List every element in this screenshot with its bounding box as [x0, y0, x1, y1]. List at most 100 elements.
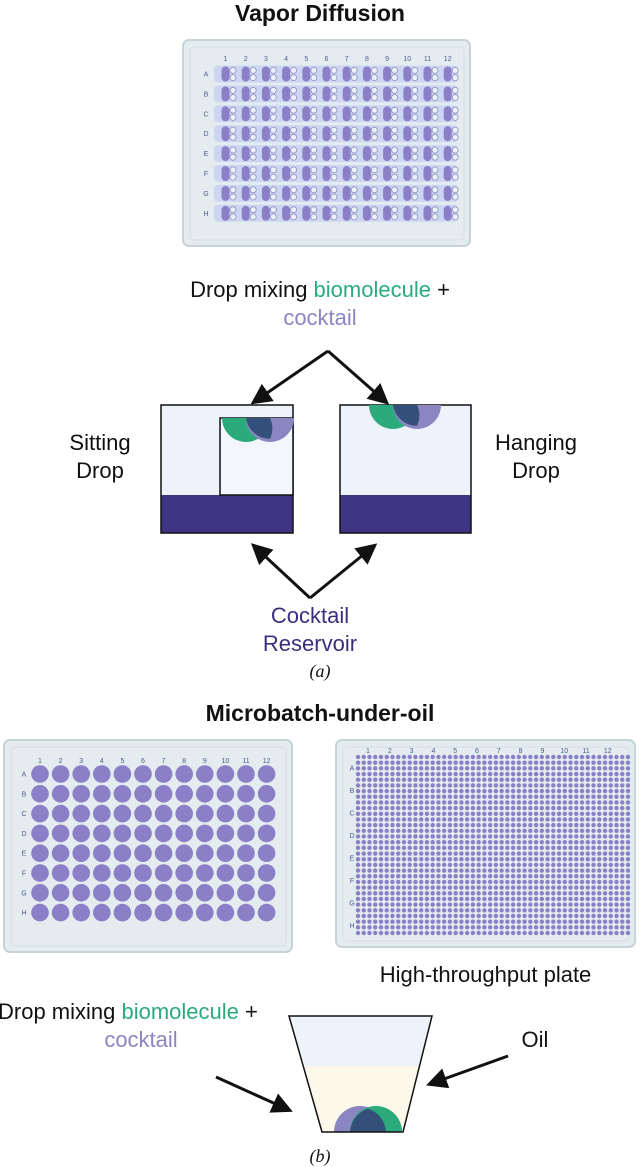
micro-well	[407, 891, 412, 896]
drop-well	[411, 114, 419, 121]
micro-well	[361, 771, 366, 777]
micro-well	[551, 885, 556, 890]
micro-well	[453, 879, 458, 885]
micro-well	[556, 851, 562, 856]
micro-well	[441, 930, 447, 936]
well	[216, 864, 235, 882]
micro-well	[585, 754, 590, 760]
micro-well	[413, 811, 418, 816]
micro-well	[453, 930, 458, 936]
micro-well	[528, 902, 533, 907]
micro-well	[407, 908, 412, 913]
micro-well	[574, 908, 579, 913]
reservoir-well	[322, 146, 331, 162]
micro-well	[413, 856, 418, 862]
micro-well	[568, 754, 573, 760]
drop-well	[451, 173, 459, 181]
micro-well	[528, 834, 533, 839]
micro-well	[361, 879, 366, 885]
micro-well	[361, 800, 366, 805]
micro-well	[373, 794, 378, 799]
micro-well	[568, 834, 573, 839]
micro-well	[551, 754, 556, 760]
reservoir-well	[241, 185, 250, 201]
well	[175, 765, 193, 783]
reservoir-well	[322, 66, 331, 82]
drop-well	[391, 186, 399, 194]
reservoir-well	[322, 106, 331, 122]
micro-well	[470, 908, 476, 913]
well	[216, 785, 235, 803]
micro-well	[367, 845, 372, 851]
micro-well	[574, 794, 579, 799]
micro-well	[499, 760, 504, 765]
micro-well	[355, 783, 361, 788]
micro-well	[361, 845, 366, 851]
micro-well	[545, 925, 550, 930]
micro-well	[482, 834, 487, 839]
micro-well	[574, 851, 579, 856]
micro-well	[579, 856, 585, 862]
micro-well	[620, 788, 625, 794]
micro-well	[505, 777, 510, 782]
row-label: F	[204, 171, 208, 178]
micro-well	[424, 783, 430, 788]
micro-well	[464, 862, 470, 868]
micro-well	[591, 930, 596, 936]
micro-well	[562, 913, 568, 919]
drop-well	[229, 213, 237, 221]
micro-well	[367, 908, 372, 913]
micro-well	[505, 794, 510, 799]
micro-well	[499, 777, 504, 782]
micro-well	[367, 913, 372, 919]
micro-well	[367, 788, 372, 794]
micro-well	[499, 896, 504, 902]
micro-well	[413, 902, 418, 907]
micro-well	[620, 868, 625, 873]
micro-well	[355, 845, 361, 851]
micro-well	[447, 834, 453, 839]
micro-well	[378, 925, 384, 930]
micro-well	[585, 828, 590, 834]
reservoir-well	[302, 126, 311, 142]
drop-well	[269, 114, 277, 121]
micro-well	[447, 817, 453, 822]
micro-well	[464, 788, 470, 794]
micro-well	[625, 788, 631, 794]
micro-well	[453, 817, 458, 822]
micro-well	[568, 800, 573, 805]
micro-well	[413, 908, 418, 913]
micro-well	[505, 874, 510, 879]
drop-well	[269, 133, 277, 141]
micro-well	[464, 828, 470, 834]
drop-well	[391, 166, 399, 174]
micro-well	[367, 800, 372, 805]
well	[257, 785, 276, 803]
micro-well	[390, 874, 395, 879]
micro-well	[476, 794, 481, 799]
micro-well	[499, 834, 504, 839]
micro-well	[487, 794, 493, 799]
micro-well	[470, 822, 476, 828]
micro-well	[568, 879, 573, 885]
micro-well	[562, 754, 568, 760]
micro-well	[551, 817, 556, 822]
reservoir-well	[302, 146, 311, 162]
micro-well	[510, 862, 516, 868]
micro-well	[453, 783, 458, 788]
micro-well	[418, 856, 424, 862]
micro-well	[539, 754, 545, 760]
micro-well	[597, 845, 602, 851]
micro-well	[510, 902, 516, 907]
micro-well	[424, 805, 430, 811]
micro-well	[499, 862, 504, 868]
column-label: 7	[497, 748, 501, 755]
micro-well	[401, 788, 407, 794]
micro-well	[384, 930, 389, 936]
micro-well	[390, 879, 395, 885]
micro-well	[378, 891, 384, 896]
micro-well	[522, 839, 527, 845]
micro-well	[384, 822, 389, 828]
micro-well	[367, 851, 372, 856]
micro-well	[413, 777, 418, 782]
